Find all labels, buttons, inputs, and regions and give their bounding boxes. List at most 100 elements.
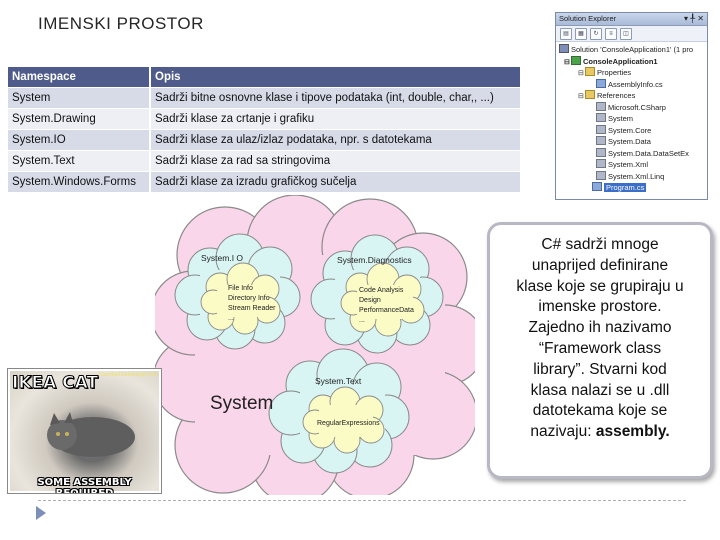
meme-watermark: ICanHasCheezburger.com bbox=[99, 372, 158, 378]
tree-item-reference[interactable]: System.Xml.Linq bbox=[556, 170, 707, 183]
diagnostics-item: PerformanceData bbox=[359, 307, 414, 314]
tree-item-label: System.Data.DataSetEx bbox=[608, 148, 689, 158]
meme-bottom-text: SOME ASSEMBLY REQUIRED bbox=[37, 477, 132, 494]
solution-icon bbox=[559, 44, 569, 53]
collapse-icon[interactable]: ⊟ bbox=[578, 93, 584, 100]
tree-item-project[interactable]: ⊟ ConsoleApplication1 bbox=[556, 55, 707, 68]
table-row: System.Windows.Forms Sadrži klase za izr… bbox=[8, 171, 522, 192]
reference-icon bbox=[596, 101, 606, 111]
callout-last-line: nazivaju: assembly. bbox=[496, 422, 704, 443]
view-code-icon[interactable]: ≡ bbox=[605, 27, 617, 40]
tree-item-references[interactable]: ⊟References bbox=[556, 90, 707, 102]
callout-line: C# sadrži mnoge bbox=[541, 236, 659, 253]
description-cell: Sadrži bitne osnovne klase i tipove poda… bbox=[150, 87, 522, 109]
tree-item-label: ConsoleApplication1 bbox=[583, 56, 658, 66]
table-row: System.Text Sadrži klase za rad sa strin… bbox=[8, 150, 522, 172]
collapse-icon[interactable]: ⊟ bbox=[578, 70, 584, 77]
reference-icon bbox=[596, 159, 606, 168]
callout-line: “Framework class bbox=[538, 339, 662, 357]
namespace-cloud-diagram: System.I O File Info Directory Info Stre… bbox=[155, 195, 475, 495]
callout-line: nazivaju: bbox=[530, 423, 596, 441]
solution-explorer-title: Solution Explorer bbox=[559, 14, 617, 23]
tree-item-label-selected: Program.cs bbox=[604, 183, 647, 192]
window-controls[interactable]: ▾ ╀ ✕ bbox=[684, 14, 704, 23]
csharp-file-icon bbox=[592, 182, 602, 191]
callout-line: imenske prostore. bbox=[538, 298, 662, 316]
slide-title: IMENSKI PROSTOR bbox=[38, 14, 204, 33]
callout-line: klasa nalazi se u .dll bbox=[530, 381, 670, 399]
column-header-namespace: Namespace bbox=[8, 67, 151, 88]
collapse-icon[interactable]: ⊟ bbox=[564, 58, 570, 66]
namespace-cell: System.Text bbox=[8, 150, 151, 172]
tree-item-label: System.Core bbox=[608, 125, 652, 135]
diagnostics-item: Code Analysis bbox=[359, 287, 404, 294]
io-item: File Info bbox=[228, 285, 253, 292]
tree-item-reference[interactable]: System bbox=[556, 113, 707, 125]
table-header-row: Namespace Opis bbox=[8, 67, 522, 88]
sub-cloud-system-io bbox=[174, 233, 301, 350]
tree-item-reference[interactable]: Microsoft.CSharp bbox=[556, 101, 707, 114]
callout-line: Zajedno ih nazivamo bbox=[528, 319, 672, 337]
callout-line: library”. Stvarni kod bbox=[533, 360, 667, 378]
text-item: RegularExpressions bbox=[317, 420, 380, 427]
diagnostics-item: ... bbox=[359, 317, 365, 324]
callout-line: klase koje se grupiraju u bbox=[516, 277, 684, 295]
tree-item-label: System.Xml.Linq bbox=[608, 171, 665, 181]
tree-item-label: System.Xml bbox=[608, 160, 649, 169]
io-item: Stream Reader bbox=[228, 305, 276, 312]
tree-item-reference[interactable]: System.Data.DataSetEx bbox=[556, 147, 707, 160]
diagnostics-item: Design bbox=[359, 297, 381, 304]
explanation-callout: C# sadrži mnoge unaprijed definirane kla… bbox=[487, 222, 713, 479]
view-designer-icon[interactable]: ◫ bbox=[620, 27, 632, 40]
namespace-cell: System.Drawing bbox=[8, 108, 151, 130]
namespace-cell: System bbox=[8, 87, 151, 109]
sub-cloud-system-text bbox=[268, 348, 410, 474]
tree-item-label: System.Data bbox=[608, 137, 651, 146]
io-item: Directory Info bbox=[228, 295, 270, 302]
reference-icon bbox=[596, 124, 606, 134]
callout-bold-word: assembly. bbox=[595, 423, 670, 441]
tree-item-label: Microsoft.CSharp bbox=[608, 102, 666, 112]
footer-divider bbox=[38, 500, 686, 501]
folder-icon bbox=[585, 90, 595, 99]
tree-item-reference[interactable]: System.Core bbox=[556, 124, 707, 137]
outer-cloud-label: System bbox=[210, 393, 273, 414]
tree-item-label: AssemblyInfo.cs bbox=[608, 79, 663, 89]
tree-item-program-cs[interactable]: Program.cs bbox=[556, 182, 707, 194]
reference-icon bbox=[596, 113, 606, 122]
refresh-icon[interactable]: ↻ bbox=[590, 27, 602, 40]
meme-top-text: IKEA CAT bbox=[11, 373, 99, 394]
sub-cloud-system-diagnostics bbox=[310, 234, 444, 354]
reference-icon bbox=[596, 136, 606, 145]
description-cell: Sadrži klase za izradu grafičkog sučelja bbox=[150, 171, 522, 192]
csharp-file-icon bbox=[596, 78, 606, 88]
slide-arrow-icon bbox=[36, 506, 46, 520]
solution-explorer-titlebar: Solution Explorer ▾ ╀ ✕ bbox=[556, 13, 707, 26]
tree-item-label: System bbox=[608, 114, 634, 123]
properties-icon[interactable]: ▤ bbox=[560, 27, 572, 40]
description-cell: Sadrži klase za rad sa stringovima bbox=[150, 150, 522, 172]
tree-item-solution[interactable]: Solution 'ConsoleApplication1' (1 pro bbox=[556, 44, 707, 56]
tree-item-properties[interactable]: ⊟Properties bbox=[556, 67, 707, 79]
sub-cloud-title-text: System.Text bbox=[315, 376, 362, 386]
table-row: System Sadrži bitne osnovne klase i tipo… bbox=[8, 87, 522, 109]
solution-explorer-panel: Solution Explorer ▾ ╀ ✕ ▤ ▦ ↻ ≡ ◫ Soluti… bbox=[555, 12, 708, 200]
sub-cloud-title-io: System.I O bbox=[201, 253, 243, 263]
callout-line: datotekama koje se bbox=[532, 402, 668, 420]
tree-item-reference[interactable]: System.Xml bbox=[556, 159, 707, 171]
io-item: ... bbox=[228, 315, 234, 322]
sub-cloud-title-diagnostics: System.Diagnostics bbox=[337, 255, 412, 265]
tree-item-reference[interactable]: System.Data bbox=[556, 136, 707, 148]
namespace-table: Namespace Opis System Sadrži bitne osnov… bbox=[8, 67, 522, 192]
ikea-cat-meme-image: IKEA CAT ICanHasCheezburger.com SOME ASS… bbox=[7, 368, 162, 494]
csharp-project-icon bbox=[571, 55, 581, 65]
namespace-cell: System.IO bbox=[8, 129, 151, 151]
show-all-files-icon[interactable]: ▦ bbox=[575, 27, 587, 40]
reference-icon bbox=[596, 170, 606, 180]
tree-item-assemblyinfo[interactable]: AssemblyInfo.cs bbox=[556, 78, 707, 91]
tree-item-label: Solution 'ConsoleApplication1' (1 pro bbox=[571, 45, 694, 54]
cat-silhouette bbox=[47, 412, 135, 457]
column-header-description: Opis bbox=[150, 67, 522, 88]
namespace-cell: System.Windows.Forms bbox=[8, 171, 151, 192]
callout-line: unaprijed definirane bbox=[531, 256, 669, 274]
